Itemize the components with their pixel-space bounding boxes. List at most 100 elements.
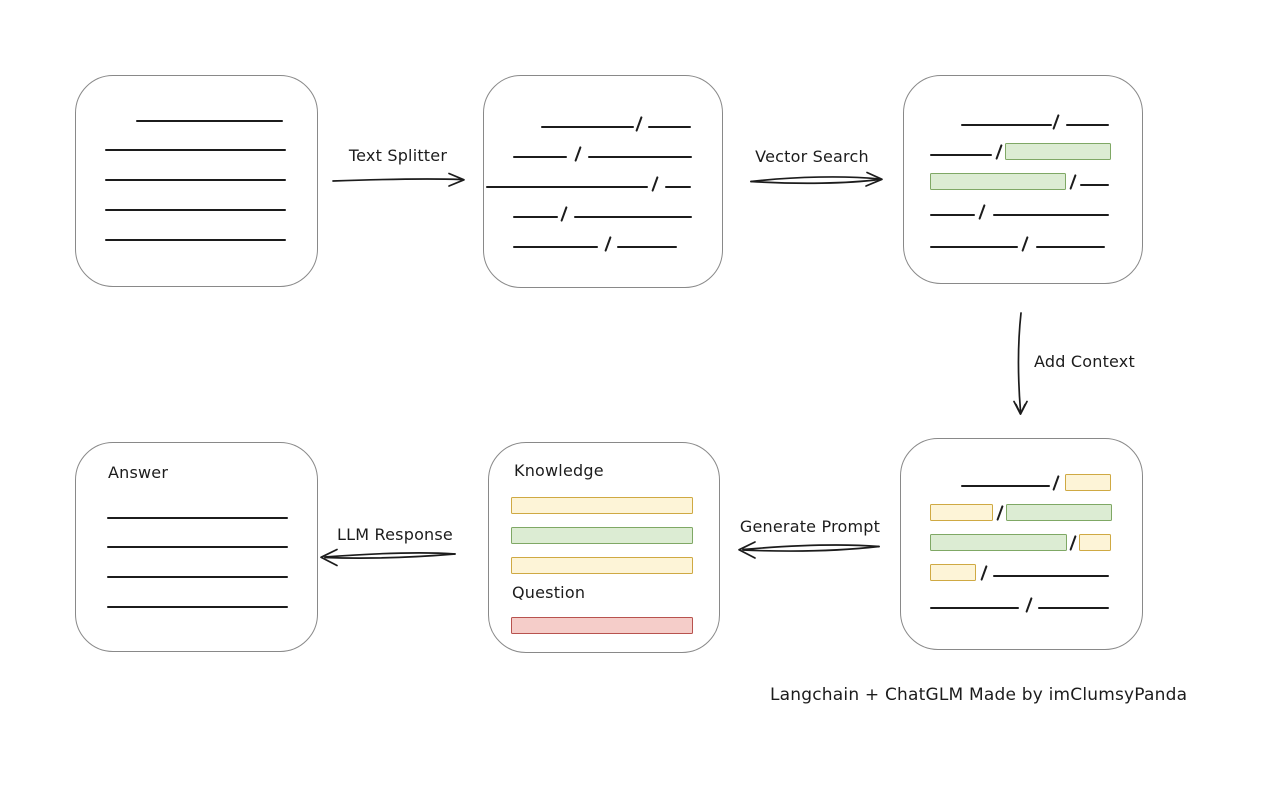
text-splitter-arrow <box>332 172 465 187</box>
text-line <box>512 216 558 218</box>
chunk-row <box>76 594 317 612</box>
slash-separator <box>995 505 1004 521</box>
text-line <box>104 239 286 241</box>
chunk-row <box>76 227 317 245</box>
source-document-box <box>75 75 318 287</box>
green-highlight-bar <box>1005 143 1112 160</box>
chunk-row <box>76 534 317 552</box>
yellow-highlight-bar <box>1064 474 1111 491</box>
slash-separator <box>559 206 568 222</box>
chunk-row <box>489 526 719 544</box>
add-context-arrow <box>1013 312 1028 415</box>
chunk-row <box>484 174 722 192</box>
green-highlight-bar <box>1005 504 1112 521</box>
text-splitter-label: Text Splitter <box>348 146 448 165</box>
chunk-row <box>76 505 317 523</box>
split-text-box <box>483 75 723 288</box>
text-line <box>664 186 692 188</box>
text-line <box>107 576 289 578</box>
chunk-row <box>901 533 1142 551</box>
text-line <box>1065 124 1109 126</box>
text-line <box>107 606 289 608</box>
text-line <box>930 154 993 156</box>
chunk-row <box>489 616 719 634</box>
chunk-row <box>904 234 1142 252</box>
chunk-row <box>76 137 317 155</box>
chunk-row <box>904 202 1142 220</box>
chunk-row <box>484 144 722 162</box>
yellow-highlight-bar <box>929 504 993 521</box>
yellow-highlight-bar <box>510 497 693 514</box>
text-line <box>104 209 286 211</box>
slash-separator <box>978 204 987 220</box>
yellow-highlight-bar <box>510 557 693 574</box>
chunk-row <box>489 556 719 574</box>
llm-response-arrow <box>320 548 456 567</box>
chunk-row <box>901 595 1142 613</box>
green-highlight-bar <box>510 527 693 544</box>
slash-separator <box>603 236 612 252</box>
chunk-row <box>901 503 1142 521</box>
text-line <box>1036 246 1106 248</box>
question-label: Question <box>512 583 586 602</box>
text-line <box>929 607 1020 609</box>
text-line <box>512 246 599 248</box>
slash-separator <box>1021 236 1030 252</box>
text-line <box>104 179 286 181</box>
generate-prompt-label: Generate Prompt <box>739 517 881 536</box>
text-line <box>993 214 1109 216</box>
chunk-row <box>489 496 719 514</box>
text-line <box>930 246 1019 248</box>
slash-separator <box>1024 597 1033 613</box>
yellow-highlight-bar <box>1079 534 1111 551</box>
slash-separator <box>980 565 988 581</box>
text-line <box>1038 607 1110 609</box>
slash-separator <box>1069 535 1077 551</box>
slash-separator <box>651 176 660 192</box>
green-highlight-bar <box>929 534 1068 551</box>
slash-separator <box>1069 174 1077 190</box>
add-context-label: Add Context <box>1034 352 1135 371</box>
text-line <box>961 485 1051 487</box>
llm-response-label: LLM Response <box>337 525 453 544</box>
generate-prompt-arrow <box>738 541 880 559</box>
text-line <box>574 216 693 218</box>
chunk-row <box>76 108 317 126</box>
green-highlight-bar <box>930 173 1066 190</box>
chunk-row <box>76 197 317 215</box>
vector-search-arrow <box>750 171 883 187</box>
prompt-box: Knowledge Question <box>488 442 720 653</box>
text-line <box>486 186 649 188</box>
chunk-row <box>484 204 722 222</box>
chunk-row <box>484 114 722 132</box>
chunk-row <box>904 142 1142 160</box>
slash-separator <box>1052 114 1060 130</box>
slash-separator <box>634 116 643 132</box>
chunk-row <box>904 172 1142 190</box>
chunk-row <box>484 234 722 252</box>
knowledge-label: Knowledge <box>514 461 604 480</box>
text-line <box>992 575 1110 577</box>
text-line <box>587 156 693 158</box>
text-line <box>1080 184 1109 186</box>
slash-separator <box>1052 475 1061 491</box>
answer-label: Answer <box>108 463 169 482</box>
yellow-highlight-bar <box>929 564 976 581</box>
answer-box: Answer <box>75 442 318 652</box>
text-line <box>107 517 289 519</box>
text-line <box>107 546 289 548</box>
chunk-row <box>901 473 1142 491</box>
vector-search-label: Vector Search <box>755 147 869 166</box>
context-chunks-box <box>900 438 1143 650</box>
diagram-caption: Langchain + ChatGLM Made by imClumsyPand… <box>770 685 1188 705</box>
text-line <box>541 126 634 128</box>
chunk-row <box>76 564 317 582</box>
vector-matches-box <box>903 75 1143 284</box>
chunk-row <box>76 167 317 185</box>
text-line <box>930 214 976 216</box>
text-line <box>136 120 284 122</box>
text-line <box>961 124 1052 126</box>
slash-separator <box>995 144 1003 160</box>
chunk-row <box>901 563 1142 581</box>
